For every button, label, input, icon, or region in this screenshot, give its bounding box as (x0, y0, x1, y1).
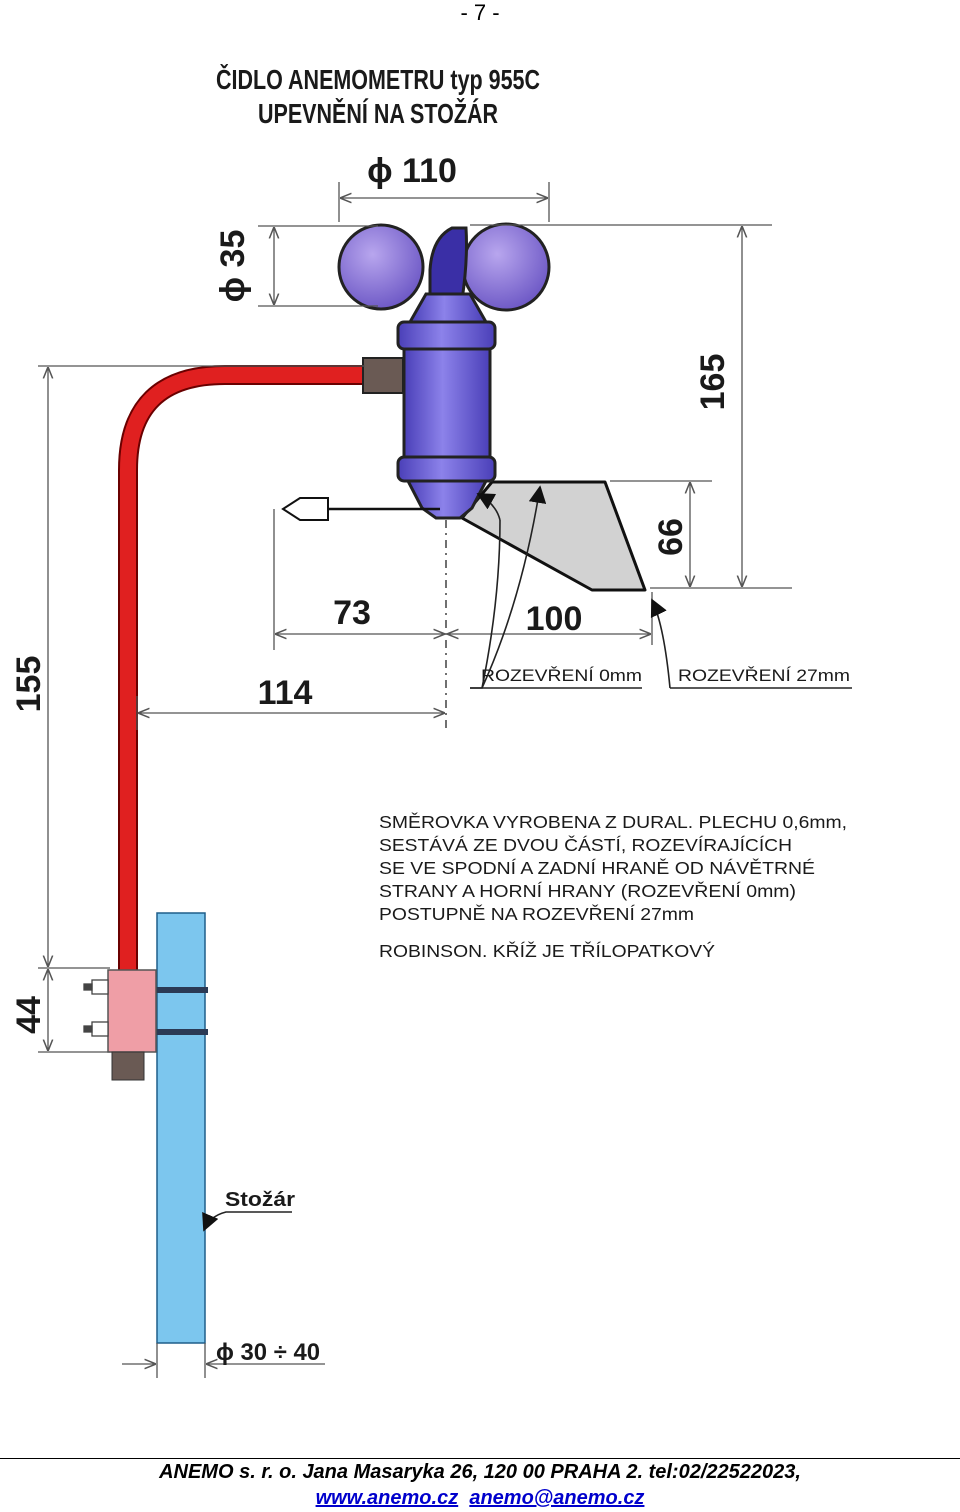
note-line: SESTÁVÁ ZE DVOU ČÁSTÍ, ROZEVÍRAJÍCÍCH (379, 834, 792, 855)
dim-arm-reach: 114 (258, 674, 313, 712)
footer-divider (0, 1458, 960, 1459)
dim-overall-height: 165 (694, 354, 732, 411)
note-line: POSTUPNĚ NA ROZEVŘENÍ 27mm (379, 904, 694, 924)
page-number: - 7 - (460, 0, 500, 25)
clamp-strap (150, 987, 208, 993)
footer-address: ANEMO s. r. o. Jana Masaryka 26, 120 00 … (159, 1461, 801, 1483)
clamp-strap (150, 1029, 208, 1035)
note-line: STRANY A HORNÍ HRANY (ROZEVŘENÍ 0mm) (379, 881, 796, 901)
clamp-bottom-block (111, 1051, 145, 1081)
note-line: ROBINSON. KŘÍŽ JE TŘÍLOPATKOVÝ (379, 941, 715, 961)
cup-left (337, 223, 425, 311)
clamp-block (107, 969, 157, 1053)
support-arm-fill (120, 367, 365, 975)
dim-vane-length: 100 (526, 600, 583, 638)
dim-mast-diameter: ϕ 30 ÷ 40 (216, 1339, 320, 1366)
note-line: SE VE SPODNÍ A ZADNÍ HRANĚ OD NÁVĚTRNÉ (379, 858, 815, 878)
clamp-screw (83, 979, 109, 1037)
dim-vane-height: 66 (652, 518, 690, 556)
dim-clamp-height: 44 (10, 996, 48, 1034)
cup-center (428, 226, 468, 302)
dim-cup-diameter: ϕ 35 (214, 230, 252, 303)
dim-axis-to-tip: 73 (333, 594, 371, 632)
sensor-collar-top (396, 320, 497, 351)
sensor-body (402, 347, 492, 461)
dim-arm-height: 155 (10, 656, 48, 713)
drawing-subtitle: UPEVNĚNÍ NA STOŽÁR (258, 98, 498, 129)
support-arm (118, 365, 365, 975)
website-link[interactable]: www.anemo.cz (315, 1487, 459, 1509)
cup-right (461, 222, 551, 312)
leader-mast (202, 1211, 292, 1232)
label-mast: Stožár (225, 1189, 295, 1211)
anemometer-mounting-drawing: ČIDLO ANEMOMETRU typ 955C UPEVNĚNÍ NA ST… (10, 63, 852, 1378)
label-opening-0: ROZEVŘENÍ 0mm (481, 666, 642, 685)
label-opening-27: ROZEVŘENÍ 27mm (678, 666, 850, 685)
email-link[interactable]: anemo@anemo.cz (469, 1487, 645, 1509)
leader-opening-0 (470, 519, 501, 689)
wind-vane (460, 480, 647, 592)
drawing-title: ČIDLO ANEMOMETRU typ 955C (216, 63, 540, 95)
footer-links: www.anemo.cz anemo@anemo.cz (0, 1487, 960, 1510)
note-line: SMĚROVKA VYROBENA Z DURAL. PLECHU 0,6mm, (379, 812, 847, 832)
mast (156, 912, 206, 1344)
cable-connector (362, 357, 404, 394)
sensor-collar-bottom (396, 455, 497, 483)
dim-cup-span: ϕ 110 (367, 152, 457, 190)
pointer-tip (281, 497, 329, 521)
